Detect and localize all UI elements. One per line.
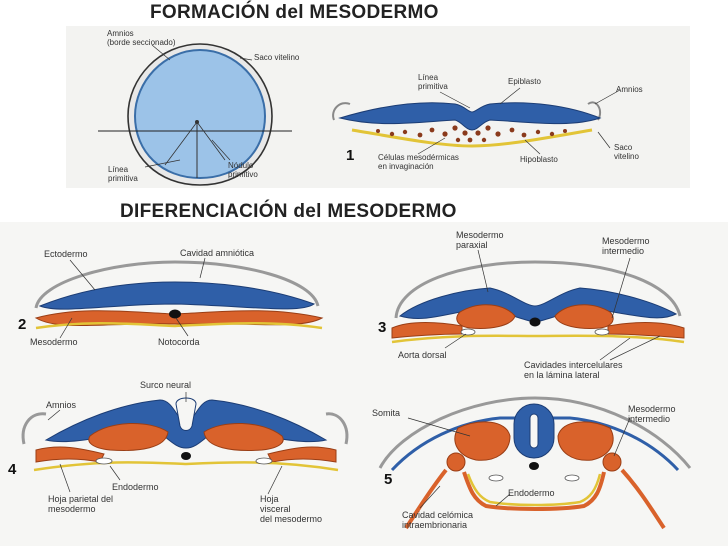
label-celulas-2: en invaginación	[378, 162, 434, 171]
label-paraxial-1: Mesodermo	[456, 230, 504, 240]
amnion	[394, 260, 682, 319]
lateral-right	[267, 446, 337, 463]
label-linea-1: Línea	[108, 165, 129, 174]
label-fig4-endodermo: Endodermo	[112, 482, 159, 492]
lateral-left	[35, 446, 105, 463]
label-nodulo-2: primitivo	[228, 170, 258, 179]
figure-5-number: 5	[384, 471, 392, 488]
label-cavidades-1: Cavidades intercelulares	[524, 360, 623, 370]
amnion-left	[21, 412, 47, 445]
label-fig1-linea-1: Línea	[418, 73, 439, 82]
label-saco-1: Saco	[614, 143, 633, 152]
paraxial-left	[88, 423, 169, 451]
label-fig4-amnios: Amnios	[46, 400, 77, 410]
paraxial-right	[554, 304, 614, 329]
label-surco: Surco neural	[140, 380, 191, 390]
label-cavidades-2: en la lámina lateral	[524, 370, 600, 380]
label-amnios-sub: (borde seccionado)	[107, 38, 176, 47]
label-fig1-linea-2: primitiva	[418, 82, 448, 91]
label-saco-2: vitelino	[614, 152, 639, 161]
label-celomica-2: intraembrionaria	[402, 520, 467, 530]
figure-1-number: 1	[346, 147, 354, 164]
label-fig5-endodermo: Endodermo	[508, 488, 555, 498]
label-fig5-intermedio-2: intermedio	[628, 414, 670, 424]
parietal-left	[404, 468, 448, 530]
label-fig1-amnios: Amnios	[616, 85, 643, 94]
hypoblast-layer	[351, 128, 593, 148]
figure-4-number: 4	[8, 461, 17, 478]
formation-title: FORMACIÓN del MESODERMO	[150, 2, 439, 23]
label-amnios: Amnios	[107, 29, 134, 38]
amnion-left	[332, 102, 351, 121]
label-parietal-1: Hoja parietal del	[48, 494, 113, 504]
label-visceral-1: Hoja	[260, 494, 279, 504]
amnion	[378, 396, 692, 469]
figure-3: 3 Mesodermo paraxial Mesodermo intermedi…	[378, 230, 685, 380]
aorta-left	[460, 328, 476, 336]
notochord	[169, 309, 181, 319]
disc-epiblast	[133, 48, 267, 180]
label-linea-2: primitiva	[108, 174, 138, 183]
endoderm-layer	[466, 473, 602, 507]
label-ectodermo: Ectodermo	[44, 249, 88, 259]
amnion	[34, 260, 320, 309]
intermediate-left	[446, 452, 466, 472]
label-paraxial-2: paraxial	[456, 240, 488, 250]
mesodermal-cells	[376, 125, 567, 143]
notochord	[181, 452, 191, 460]
parietal-right	[620, 468, 666, 530]
lateral-right	[607, 322, 685, 339]
paraxial-right	[203, 423, 284, 451]
notochord	[529, 317, 541, 327]
aorta-right	[594, 328, 610, 336]
label-parietal-2: mesodermo	[48, 504, 96, 514]
label-somita: Somita	[372, 408, 400, 418]
label-aorta: Aorta dorsal	[398, 350, 447, 360]
label-nodulo-1: Nódulo	[228, 161, 254, 170]
differentiation-panel	[0, 222, 728, 546]
somite-left	[454, 421, 511, 461]
differentiation-title: DIFERENCIACIÓN del MESODERMO	[120, 201, 457, 222]
neural-canal	[529, 413, 539, 449]
notochord	[529, 462, 539, 470]
endoderm-layer	[35, 321, 323, 330]
neural-groove	[175, 397, 197, 431]
label-epiblasto: Epiblasto	[508, 77, 541, 86]
epiblast-layer	[338, 102, 602, 131]
endoderm-layer	[391, 334, 685, 344]
ectoderm-layer	[398, 287, 678, 323]
figure-4: 4 Surco neural Amnios Endodermo Hoja par…	[8, 380, 349, 524]
ectoderm-layer	[38, 281, 316, 310]
label-fig5-intermedio-1: Mesodermo	[628, 404, 676, 414]
label-intermedio-2: intermedio	[602, 246, 644, 256]
figure-2-number: 2	[18, 316, 26, 333]
label-saco-vitelino: Saco vitelino	[254, 53, 300, 62]
endoderm-layer	[33, 461, 339, 472]
label-visceral-3: del mesodermo	[260, 514, 322, 524]
somite-right	[557, 421, 614, 461]
figure-5: 5 Somita Mesodermo intermedio Endodermo …	[372, 396, 692, 530]
label-mesodermo: Mesodermo	[30, 337, 78, 347]
label-visceral-2: visceral	[260, 504, 291, 514]
visceral-layer	[462, 471, 606, 511]
intermediate-right	[602, 452, 622, 472]
figure-2: 2 Ectodermo Cavidad amniótica Mesodermo …	[18, 248, 324, 347]
amnion-right	[325, 412, 349, 445]
figure-1: 1 Línea primitiva Epiblasto Amnios Célul…	[332, 73, 643, 171]
embryonic-disc-figure: Amnios (borde seccionado) Saco vitelino …	[98, 29, 300, 186]
label-celomica-1: Cavidad celómica	[402, 510, 473, 520]
label-celulas-1: Células mesodérmicas	[378, 153, 459, 162]
label-cavidad: Cavidad amniótica	[180, 248, 254, 258]
paraxial-left	[456, 304, 516, 329]
figure-3-number: 3	[378, 319, 386, 336]
primitive-node	[195, 120, 199, 124]
label-hipoblasto: Hipoblasto	[520, 155, 558, 164]
streak-lines	[164, 121, 226, 166]
label-intermedio-1: Mesodermo	[602, 236, 650, 246]
label-notocorda: Notocorda	[158, 337, 200, 347]
